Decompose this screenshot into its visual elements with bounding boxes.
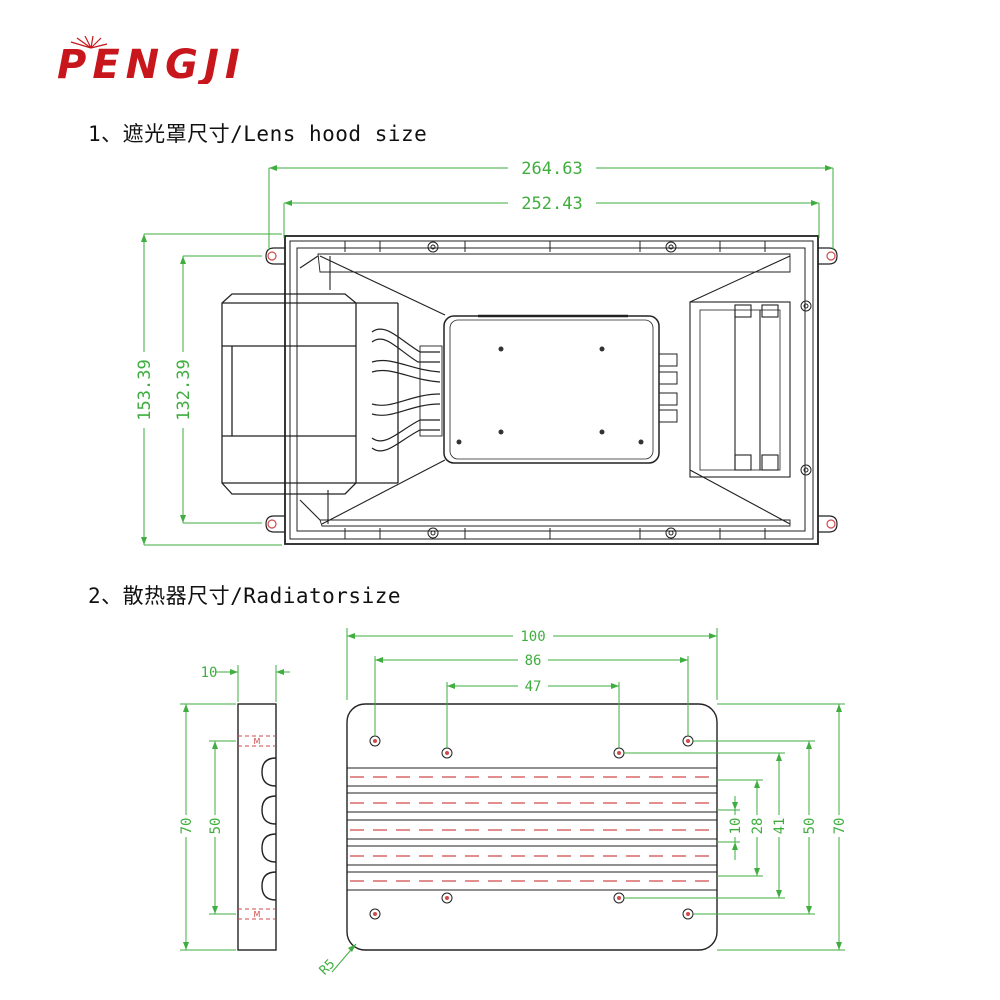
dim-width-outer: 264.63 — [521, 159, 582, 179]
dim-corner-radius: R5 — [317, 957, 339, 979]
dim-height-inner: 132.39 — [174, 359, 194, 420]
dim-hole-vertical-41: 41 — [772, 818, 788, 835]
dim-hole-vertical-50: 50 — [802, 818, 818, 835]
radiator-side-view: M M — [237, 703, 277, 951]
dim-hole-span-inner: 47 — [525, 679, 542, 695]
svg-text:M: M — [254, 737, 261, 746]
mounting-holes — [369, 735, 694, 920]
dim-hole-span-outer: 86 — [525, 653, 542, 669]
dim-thickness: 10 — [201, 665, 218, 681]
dim-height-outer: 153.39 — [135, 359, 155, 420]
dim-side-height: 70 — [179, 818, 195, 835]
dim-fin-28: 28 — [750, 818, 766, 835]
dim-width-inner: 252.43 — [521, 194, 582, 214]
dim-side-inner: 50 — [208, 818, 224, 835]
pengji-logo: PENGJI — [57, 36, 246, 84]
section-title-lens-hood: 1、遮光罩尺寸/Lens hood size — [88, 122, 428, 146]
logo-wordmark: PENGJI — [57, 42, 246, 84]
dim-radiator-height: 70 — [832, 818, 848, 835]
dim-radiator-width: 100 — [520, 629, 545, 645]
svg-text:M: M — [254, 910, 261, 919]
section-title-radiator: 2、散热器尺寸/Radiatorsize — [88, 584, 402, 608]
lens-hood-drawing — [221, 235, 838, 545]
radiator-side-dimensions: 10 70 50 — [178, 665, 290, 951]
logo-starburst-icon — [70, 36, 108, 49]
radiator-front-dimensions: 100 86 47 70 50 — [317, 627, 848, 978]
radiator-front-view — [346, 703, 718, 951]
lens-hood-dimensions: 264.63 252.43 153.39 132.39 — [134, 158, 834, 546]
dim-fin-10: 10 — [728, 818, 744, 835]
